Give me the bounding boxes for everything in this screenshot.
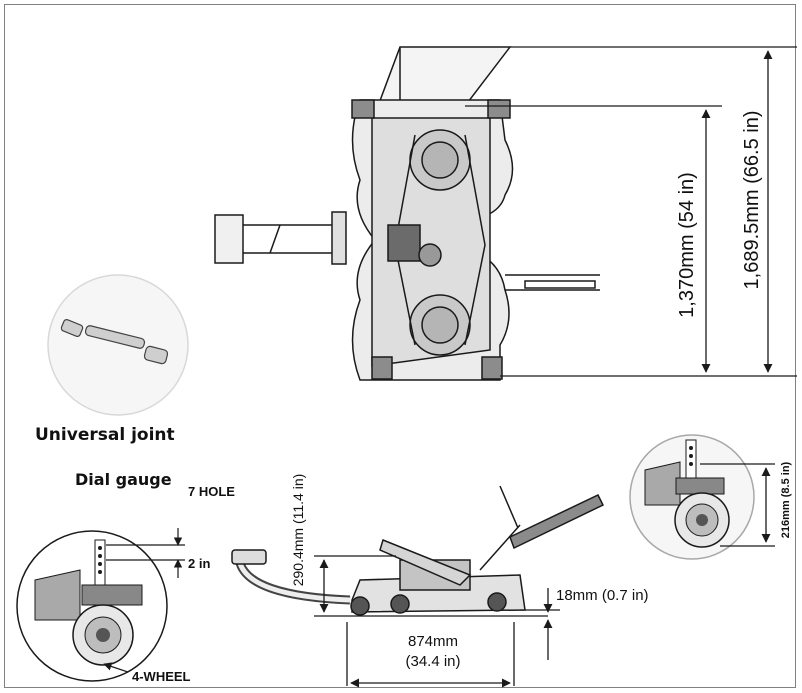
height-290-label: 290.4mm (11.4 in) [290,474,306,587]
width-874-mm-label: 874mm [408,633,458,650]
side-dimension-lines [314,555,560,688]
width-874-in-label: (34.4 in) [405,653,460,670]
wheel-detail-inset-left [16,530,168,682]
dim-1370-label: 1,370mm (54 in) [676,172,698,318]
right-inset-dimension [700,463,775,547]
two-inch-dimension [103,528,185,673]
universal-joint-inset [47,274,189,416]
seven-hole-label: 7 HOLE [188,484,235,499]
dial-gauge-label: Dial gauge [75,470,172,489]
dim-1689-label: 1,689.5mm (66.5 in) [741,111,763,290]
top-dimension-lines [465,46,797,377]
mower-side-view [231,485,605,616]
wheel-detail-inset-right [629,434,755,560]
height-216-label: 216mm (8.5 in) [780,461,792,538]
two-in-label: 2 in [188,556,210,571]
clearance-18-label: 18mm (0.7 in) [556,587,649,604]
four-wheel-label: 4-WHEEL [132,669,191,684]
universal-joint-label: Universal joint [35,425,175,445]
mower-top-view [214,46,600,381]
